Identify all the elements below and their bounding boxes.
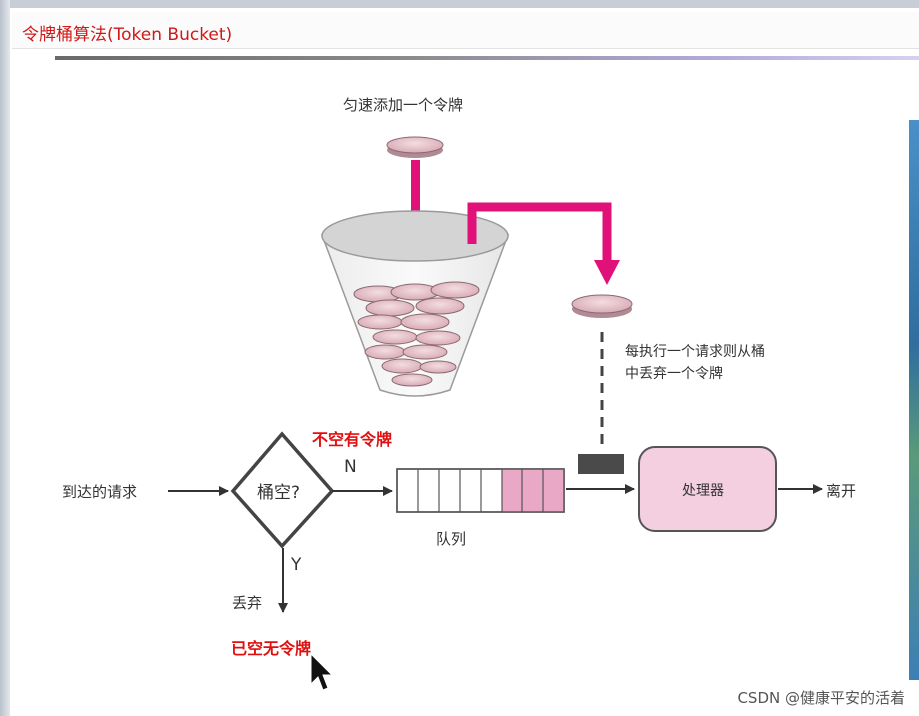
queue-label: 队列 [436,530,466,548]
arriving-requests-label: 到达的请求 [62,483,137,501]
mouse-cursor-icon [310,652,334,691]
consume-note-line1: 每执行一个请求则从桶 [625,344,765,360]
leave-label: 离开 [826,482,856,500]
incoming-token [386,136,444,158]
decision-label: 桶空? [257,483,300,503]
empty-label: 已空无令牌 [231,639,311,658]
discard-label: 丢弃 [232,594,262,612]
top-strip [0,0,919,8]
take-token-arrow [467,202,620,285]
title-bar: 令牌桶算法(Token Bucket) [12,12,919,49]
left-rail [0,0,10,716]
right-edge-panel [909,120,919,680]
bucket-empty-decision [230,431,335,549]
consumed-token [571,294,633,318]
queue [396,468,565,513]
processor [638,446,777,532]
slide-title: 令牌桶算法(Token Bucket) [22,25,233,45]
no-branch-label: N [344,457,357,477]
add-token-label: 匀速添加一个令牌 [343,96,463,114]
processor-label: 处理器 [682,483,724,499]
bucket-tokens [353,281,480,387]
token-slot [578,454,624,474]
not-empty-label: 不空有令牌 [312,430,392,449]
title-underline [55,56,919,60]
consume-note-line2: 中丢弃一个令牌 [625,365,723,382]
yes-branch-label: Y [290,555,302,575]
watermark: CSDN @健康平安的活着 [737,689,905,707]
